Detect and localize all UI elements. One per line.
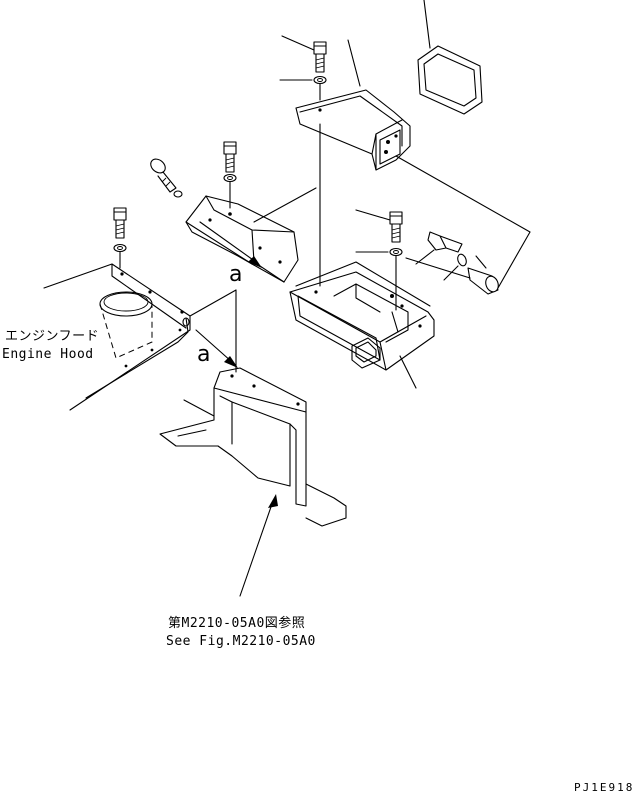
middle-cover xyxy=(185,187,317,283)
washer-icon xyxy=(279,75,327,85)
reference-label-en: See Fig.M2210-05A0 xyxy=(166,634,316,649)
engine-hood-label-en: Engine Hood xyxy=(2,347,94,362)
bolt-icon xyxy=(223,141,237,173)
washer-icon xyxy=(355,247,403,257)
storage-box xyxy=(289,261,435,389)
latch-bolt-icon xyxy=(415,231,463,265)
washer-icon xyxy=(113,243,127,253)
bolt-icon xyxy=(355,209,403,243)
engine-hood xyxy=(43,263,237,411)
upper-cover xyxy=(295,39,531,233)
engine-hood-label-jp: エンジンフード xyxy=(5,329,99,344)
bolt-icon xyxy=(113,207,127,239)
reference-label-jp: 第M2210-05A0図参照 xyxy=(168,615,305,631)
bolt-icon xyxy=(281,35,327,73)
frame-structure xyxy=(159,367,347,527)
window-grommet xyxy=(417,0,483,115)
drawing-code: PJ1E918 xyxy=(574,781,633,794)
mark-a-lower: a xyxy=(197,342,210,367)
arrow-icon xyxy=(199,221,262,268)
arrow-icon xyxy=(195,329,238,368)
mark-a-upper: a xyxy=(229,262,242,287)
knob-bolt-icon xyxy=(150,158,183,198)
washer-icon xyxy=(443,253,467,281)
latch-knob-icon xyxy=(467,255,499,295)
arrow-icon xyxy=(239,494,278,597)
washer-icon xyxy=(223,173,237,183)
